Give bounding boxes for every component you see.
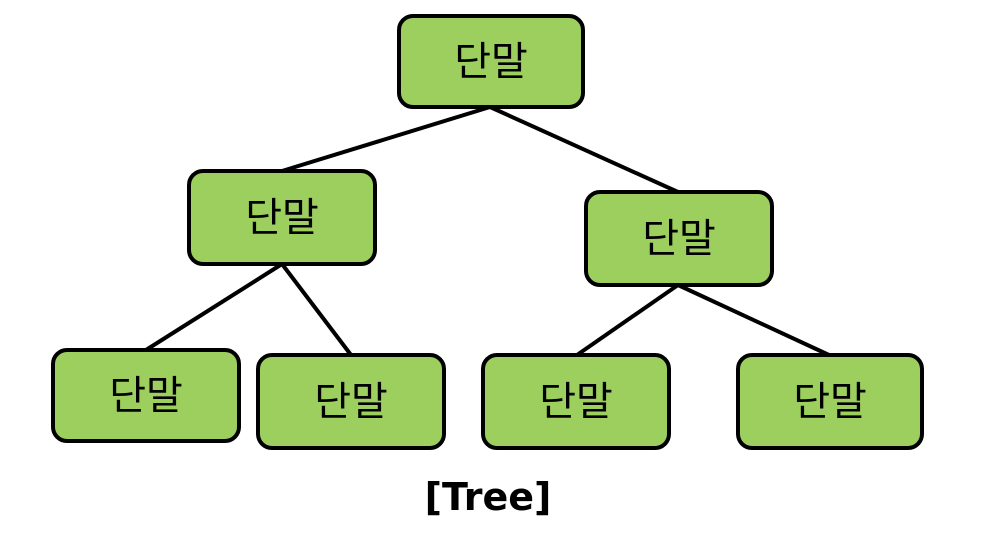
edge-right-right-right [677,283,830,357]
tree-node-right: 단말 [584,190,774,287]
tree-node-right-left: 단말 [481,353,671,450]
node-label-root: 단말 [454,39,528,85]
tree-node-left-right: 단말 [256,353,446,450]
edge-left-left-left [144,262,284,352]
node-box-left-right [256,353,446,450]
node-box-left-left [51,348,241,443]
edge-root-left [281,105,491,173]
node-box-right-left [481,353,671,450]
tree-node-right-right: 단말 [736,353,924,450]
node-label-left-left: 단말 [109,373,183,419]
diagram-caption: [Tree] [425,475,552,519]
node-label-left: 단말 [245,195,319,241]
tree-node-left-left: 단말 [51,348,241,443]
node-box-root [397,14,585,109]
node-box-left [187,169,377,266]
edge-left-left-right [280,262,353,357]
node-box-right-right [736,353,924,450]
node-label-right-right: 단말 [793,379,867,425]
nodes-layer: 단말 단말 단말 단말 단말 단말 단말 [51,14,924,450]
edges-layer [144,105,830,357]
node-box-right [584,190,774,287]
node-label-left-right: 단말 [314,379,388,425]
edge-root-right [489,105,679,194]
edge-right-right-left [575,283,680,357]
tree-node-left: 단말 [187,169,377,266]
node-label-right: 단말 [642,216,716,262]
node-label-right-left: 단말 [539,379,613,425]
tree-node-root: 단말 [397,14,585,109]
